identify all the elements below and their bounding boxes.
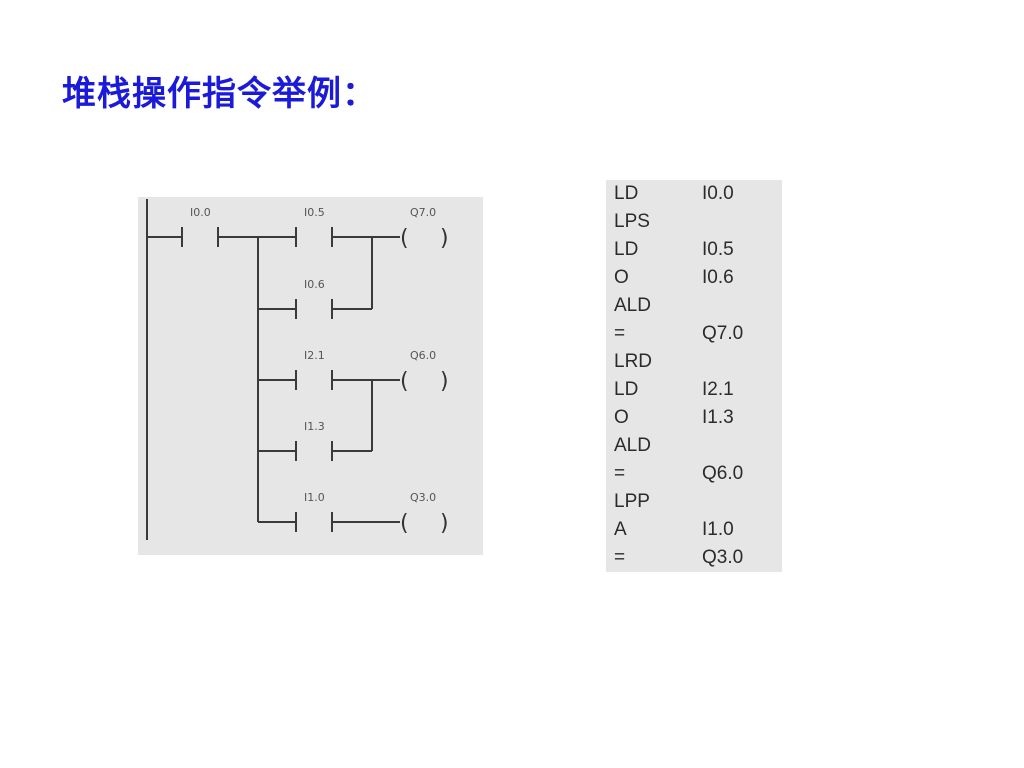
stl-operand: I1.3 [702,407,734,428]
stl-operand: I1.0 [702,519,734,540]
stl-opcode: O [614,267,629,288]
stl-opcode: LD [614,379,639,400]
stl-row: LD I0.0 [606,180,782,208]
stl-operand: Q7.0 [702,323,744,344]
stl-opcode: = [614,547,626,568]
stl-row: ALD [606,432,782,460]
stl-operand: I0.6 [702,267,734,288]
stl-opcode: LD [614,183,639,204]
coil-open-q7-0: ( [400,226,409,251]
stl-opcode: O [614,407,629,428]
contact-label-i1-0: I1.0 [304,491,325,504]
stl-opcode: LPP [614,491,650,512]
stl-opcode: A [614,519,627,540]
contact-label-i2-1: I2.1 [304,349,325,362]
stl-operand [702,432,782,460]
stl-operand [702,348,782,376]
stl-opcode: = [614,323,626,344]
coil-open-q3-0: ( [400,511,409,536]
stl-row: LD I2.1 [606,376,782,404]
stl-row: O I1.3 [606,404,782,432]
stl-opcode: LRD [614,351,653,372]
ladder-diagram: I0.0 I0.5 I0.6 I2.1 I1.3 I1.0 Q7.0 Q6.0 … [138,197,483,555]
stl-row: LPS [606,208,782,236]
stl-row: LRD [606,348,782,376]
stl-operand: Q3.0 [702,547,744,568]
coil-label-q3-0: Q3.0 [410,491,436,504]
stl-operand [702,488,782,516]
stl-operand: I0.5 [702,239,734,260]
stl-operand: Q6.0 [702,463,744,484]
stl-operand [702,208,782,236]
stl-row: LPP [606,488,782,516]
stl-row: LD I0.5 [606,236,782,264]
stl-row: = Q6.0 [606,460,782,488]
stl-operand: I2.1 [702,379,734,400]
page-title: 堆栈操作指令举例： [62,74,377,114]
stl-operand [702,292,782,320]
stl-opcode: = [614,463,626,484]
stl-opcode: ALD [614,435,651,456]
coil-label-q6-0: Q6.0 [410,349,436,362]
stl-row: ALD [606,292,782,320]
stl-opcode: LD [614,239,639,260]
stl-row: = Q3.0 [606,544,782,572]
stl-opcode: LPS [614,211,650,232]
coil-label-q7-0: Q7.0 [410,206,436,219]
stl-opcode: ALD [614,295,651,316]
contact-label-i0-5: I0.5 [304,206,325,219]
coil-close-q7-0: ) [440,226,449,251]
stl-row: A I1.0 [606,516,782,544]
contact-label-i0-6: I0.6 [304,278,325,291]
coil-close-q3-0: ) [440,511,449,536]
stl-operand: I0.0 [702,183,734,204]
stl-row: O I0.6 [606,264,782,292]
coil-open-q6-0: ( [400,369,409,394]
coil-close-q6-0: ) [440,369,449,394]
contact-label-i1-3: I1.3 [304,420,325,433]
contact-label-i0-0: I0.0 [190,206,211,219]
stl-row: = Q7.0 [606,320,782,348]
